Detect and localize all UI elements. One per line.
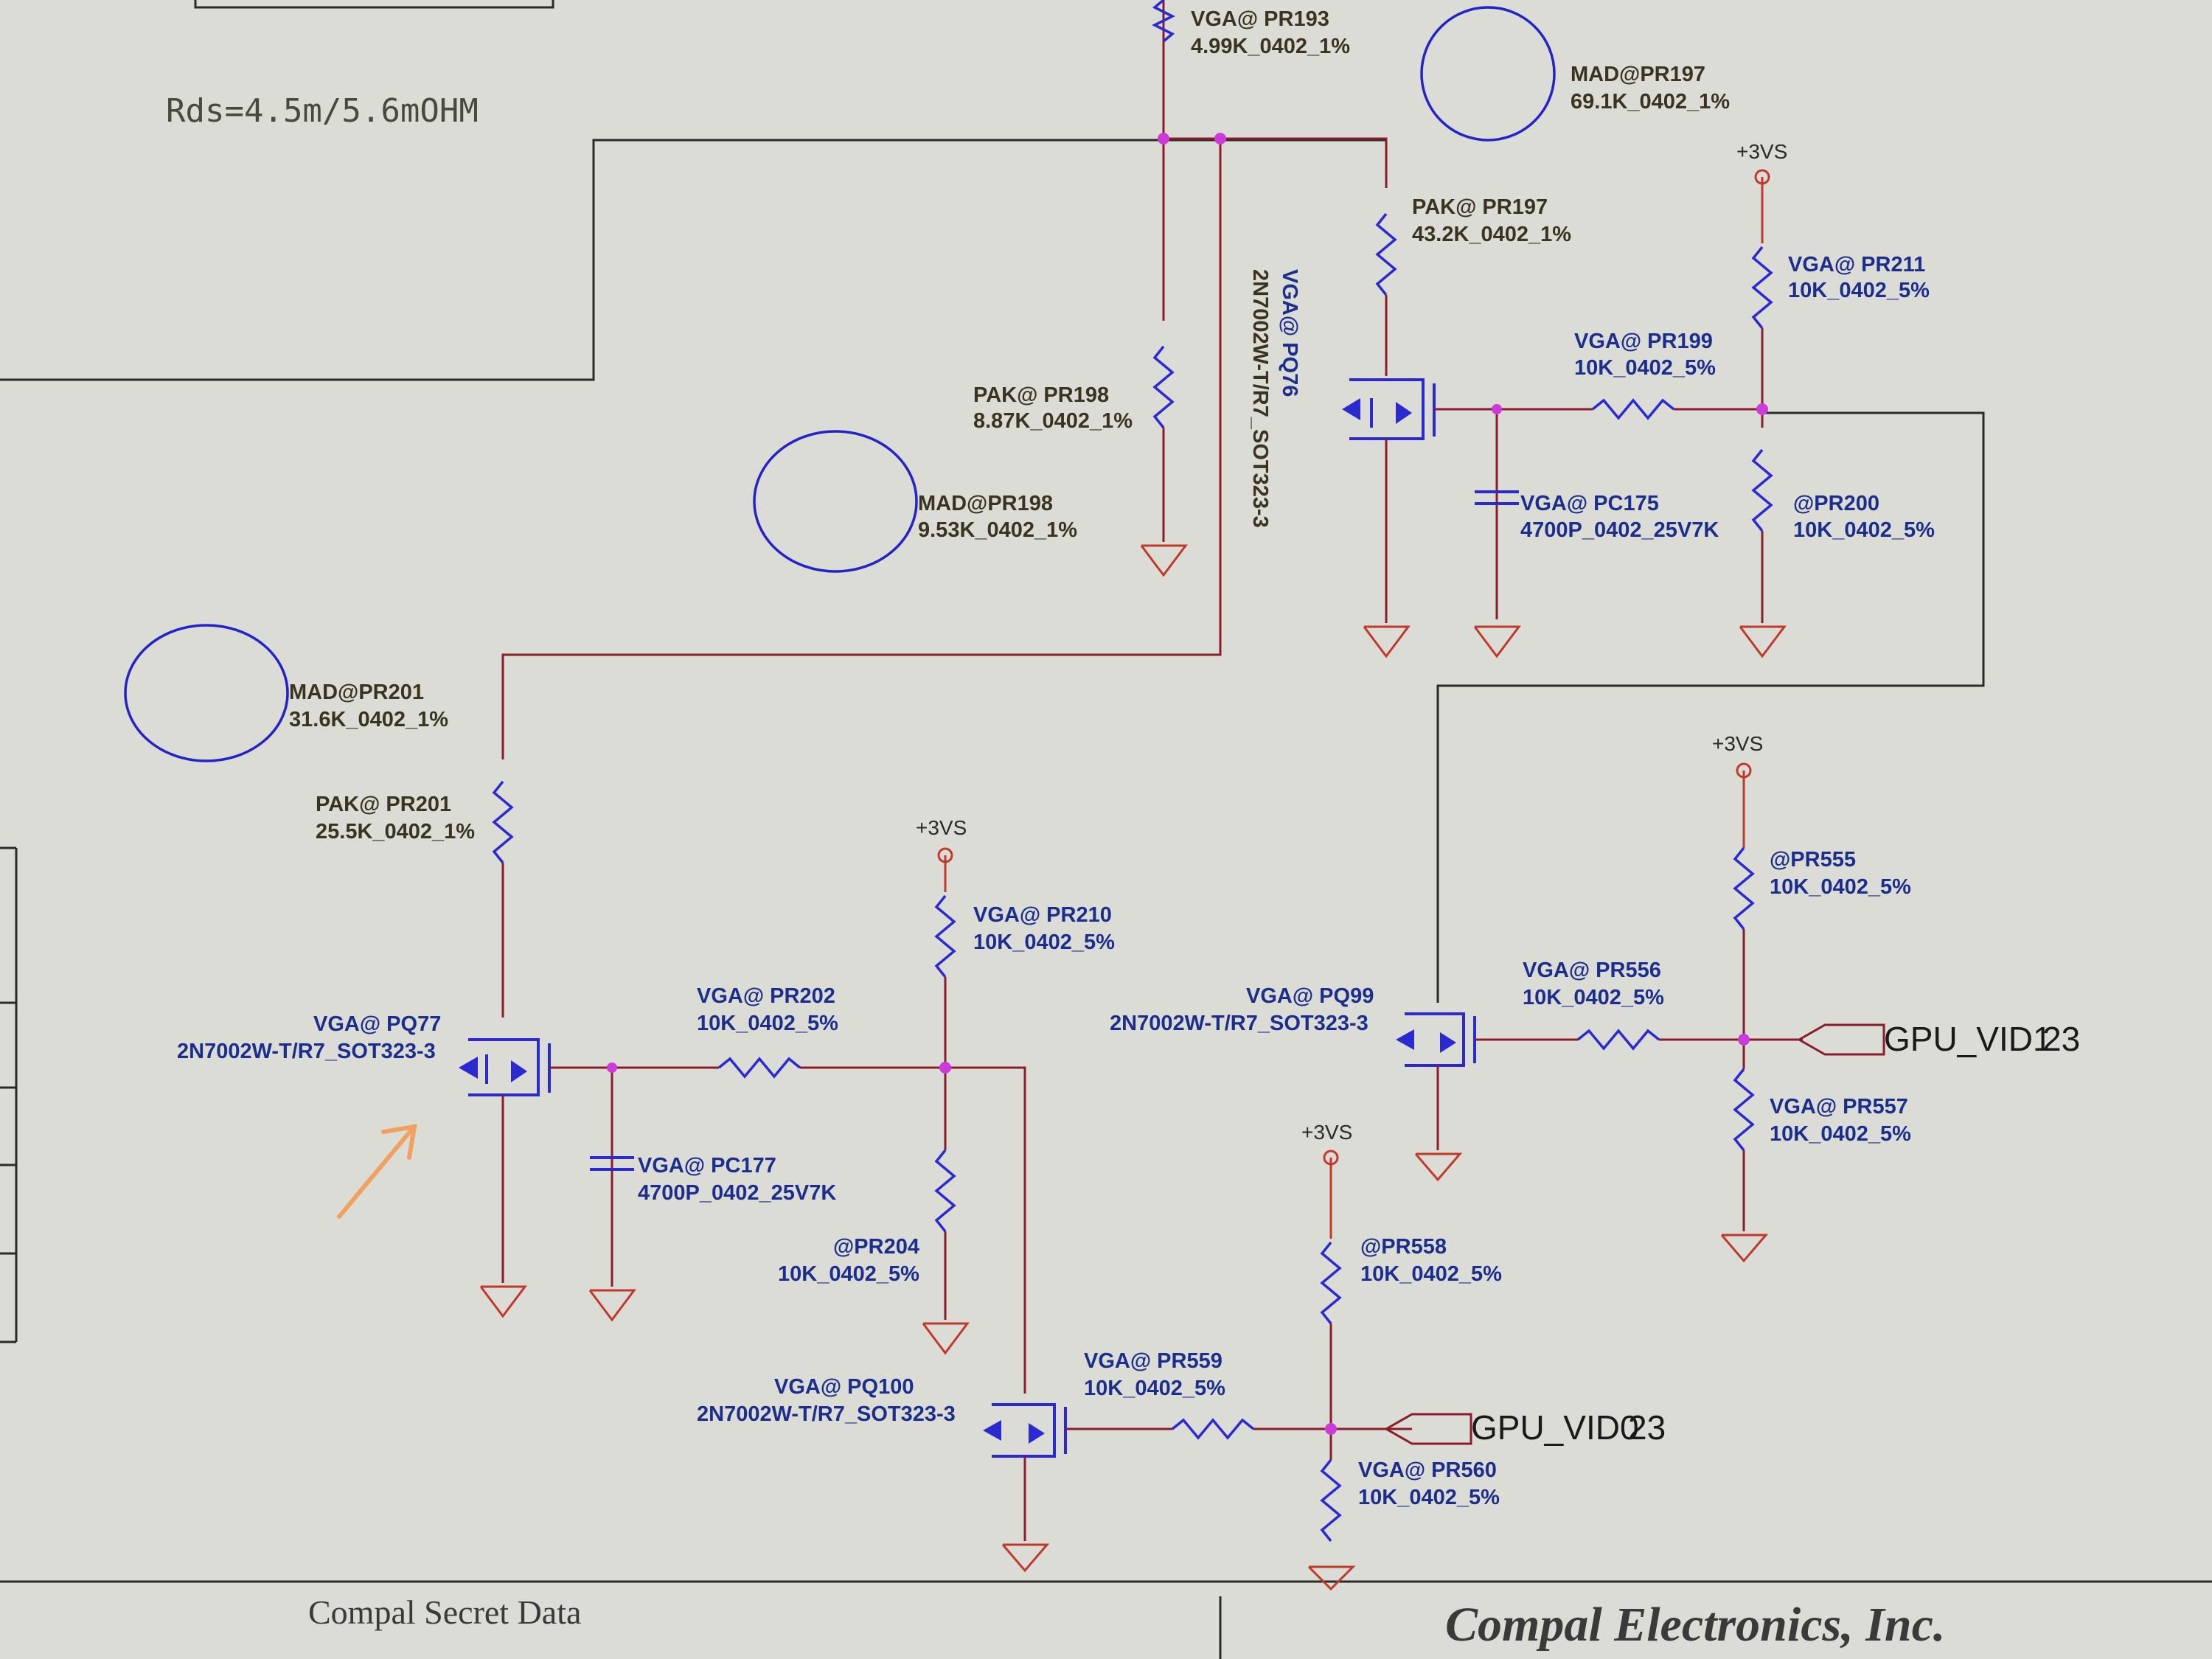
pr197-pak-ref: PAK@ PR197 — [1412, 195, 1548, 219]
pr558-ref: @PR558 — [1360, 1235, 1447, 1259]
pq100-ref: VGA@ PQ100 — [774, 1375, 914, 1399]
pr198-pak-value: 8.87K_0402_1% — [973, 409, 1133, 433]
pq99-value: 2N7002W-T/R7_SOT323-3 — [1110, 1012, 1368, 1035]
pr199-ref: VGA@ PR199 — [1574, 330, 1713, 353]
transistor-pq100 — [983, 1403, 1067, 1458]
pr560-value: 10K_0402_5% — [1358, 1486, 1500, 1509]
pr200-ref: @PR200 — [1793, 492, 1879, 515]
gpu-vid0-name: GPU_VID0 — [1471, 1408, 1639, 1447]
pc177-ref: VGA@ PC177 — [638, 1154, 776, 1178]
pc177-value: 4700P_0402_25V7K — [638, 1181, 836, 1205]
pr197-mad-ref: MAD@PR197 — [1571, 63, 1705, 86]
component-labels: VGA@ PR193 4.99K_0402_1% MAD@PR197 69.1K… — [177, 7, 1935, 1509]
transistor-pq77 — [459, 1038, 551, 1096]
pq77-ref: VGA@ PQ77 — [313, 1012, 441, 1036]
pr200-value: 10K_0402_5% — [1793, 518, 1935, 542]
pr559-value: 10K_0402_5% — [1084, 1377, 1225, 1400]
pr201-mad-value: 31.6K_0402_1% — [289, 708, 448, 731]
vid1-network — [1396, 762, 1885, 1263]
pc175-ref: VGA@ PC175 — [1520, 492, 1659, 515]
gpu-vid1-name: GPU_VID1 — [1884, 1020, 2052, 1058]
port-gpu-vid0: GPU_VID0 23 — [1471, 1408, 1666, 1447]
mad-marker-pr201 — [124, 624, 289, 762]
pr557-ref: VGA@ PR557 — [1770, 1095, 1908, 1119]
pr199-value: 10K_0402_5% — [1574, 356, 1716, 380]
pr211-value: 10K_0402_5% — [1788, 279, 1930, 302]
pr202-value: 10K_0402_5% — [697, 1012, 838, 1035]
rail-3vs-2: +3VS — [916, 816, 967, 839]
pr198-mad-ref: MAD@PR198 — [918, 492, 1053, 515]
pr201-mad-ref: MAD@PR201 — [289, 681, 424, 704]
pr193-ref: VGA@ PR193 — [1191, 7, 1329, 31]
pq77-value: 2N7002W-T/R7_SOT323-3 — [177, 1040, 436, 1063]
rail-3vs-1: +3VS — [1736, 140, 1787, 163]
pr211-ref: VGA@ PR211 — [1788, 253, 1925, 276]
pq76-value: 2N7002W-T/R7_SOT323-3 — [1248, 269, 1272, 528]
pr201-pak-ref: PAK@ PR201 — [316, 793, 451, 816]
transistor-pq76 — [1342, 378, 1436, 440]
pr560-ref: VGA@ PR560 — [1358, 1458, 1497, 1482]
pr198-mad-value: 9.53K_0402_1% — [918, 518, 1077, 542]
pq76-ref: VGA@ PQ76 — [1278, 269, 1301, 397]
pr555-value: 10K_0402_5% — [1770, 875, 1911, 899]
pc175-value: 4700P_0402_25V7K — [1520, 518, 1719, 542]
mad-marker-pr197 — [1420, 6, 1556, 142]
pq100-value: 2N7002W-T/R7_SOT323-3 — [697, 1402, 956, 1426]
pr210-ref: VGA@ PR210 — [973, 903, 1112, 927]
gpu-vid1-ref: 23 — [2042, 1020, 2080, 1058]
pr204-ref: @PR204 — [833, 1235, 919, 1259]
pr556-ref: VGA@ PR556 — [1523, 959, 1661, 982]
pr558-value: 10K_0402_5% — [1360, 1262, 1502, 1286]
pq99-ref: VGA@ PQ99 — [1246, 984, 1374, 1008]
pr557-value: 10K_0402_5% — [1770, 1122, 1911, 1146]
vid0-network — [983, 1150, 1472, 1591]
rds-note: Rds=4.5m/5.6mOHM — [166, 92, 479, 130]
rail-3vs-4: +3VS — [1712, 732, 1763, 755]
mad-marker-pr198 — [753, 430, 918, 573]
annotation-arrow-icon — [337, 1124, 417, 1219]
left-network — [459, 780, 1026, 1394]
pr559-ref: VGA@ PR559 — [1084, 1349, 1222, 1373]
top-network — [501, 0, 1985, 1003]
transistor-pq99 — [1396, 1012, 1476, 1067]
pr193-value: 4.99K_0402_1% — [1191, 35, 1350, 58]
pr210-value: 10K_0402_5% — [973, 931, 1115, 954]
pr204-value: 10K_0402_5% — [778, 1262, 919, 1286]
pr201-pak-value: 25.5K_0402_1% — [316, 820, 475, 844]
rail-3vs-3: +3VS — [1301, 1121, 1352, 1144]
pr197-pak-value: 43.2K_0402_1% — [1412, 223, 1571, 246]
pr556-value: 10K_0402_5% — [1523, 986, 1664, 1009]
footer-secret-data: Compal Secret Data — [308, 1593, 581, 1631]
footer-company: Compal Electronics, Inc. — [1445, 1598, 1945, 1652]
pr198-pak-ref: PAK@ PR198 — [973, 383, 1109, 407]
port-gpu-vid1: GPU_VID1 23 — [1884, 1020, 2080, 1058]
gpu-vid0-ref: 23 — [1628, 1408, 1666, 1447]
pr197-mad-value: 69.1K_0402_1% — [1571, 90, 1730, 114]
pr202-ref: VGA@ PR202 — [697, 984, 835, 1008]
pr555-ref: @PR555 — [1770, 848, 1856, 872]
